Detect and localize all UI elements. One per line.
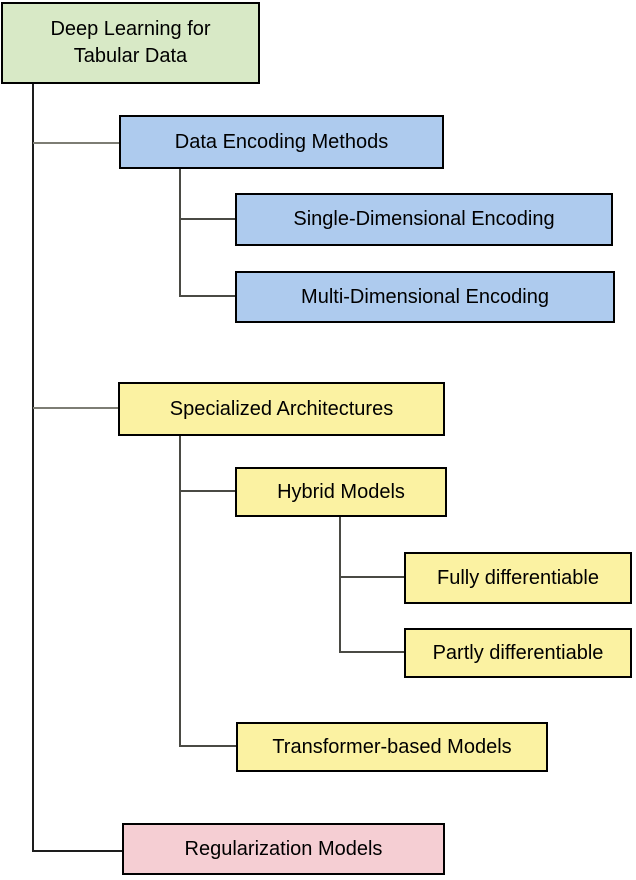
connector-encoding-vertical [179, 169, 181, 297]
connector-hybrid-vertical [339, 517, 341, 653]
node-partly-differentiable: Partly differentiable [404, 628, 632, 678]
connector-branch-partly-differentiable [340, 651, 404, 653]
node-hybrid-models: Hybrid Models [235, 467, 447, 517]
node-fully-differentiable: Fully differentiable [404, 552, 632, 604]
connector-branch-specialized [33, 407, 118, 409]
connector-specialized-vertical [179, 436, 181, 747]
node-specialized-architectures: Specialized Architectures [118, 382, 445, 436]
connector-branch-fully-differentiable [340, 576, 404, 578]
node-multi-dimensional-encoding: Multi-Dimensional Encoding [235, 271, 615, 323]
connector-branch-data-encoding [33, 142, 119, 144]
node-data-encoding-methods: Data Encoding Methods [119, 115, 444, 169]
node-single-dimensional-encoding: Single-Dimensional Encoding [235, 193, 613, 246]
connector-trunk-vertical [32, 84, 34, 852]
node-deep-learning-for-tabular-data: Deep Learning for Tabular Data [1, 2, 260, 84]
node-transformer-based-models: Transformer-based Models [236, 722, 548, 772]
connector-branch-hybrid [180, 490, 235, 492]
node-regularization-models: Regularization Models [122, 823, 445, 875]
connector-branch-transformer [180, 745, 236, 747]
connector-branch-regularization [33, 850, 122, 852]
connector-branch-single-dimensional [180, 218, 235, 220]
connector-branch-multi-dimensional [180, 295, 235, 297]
